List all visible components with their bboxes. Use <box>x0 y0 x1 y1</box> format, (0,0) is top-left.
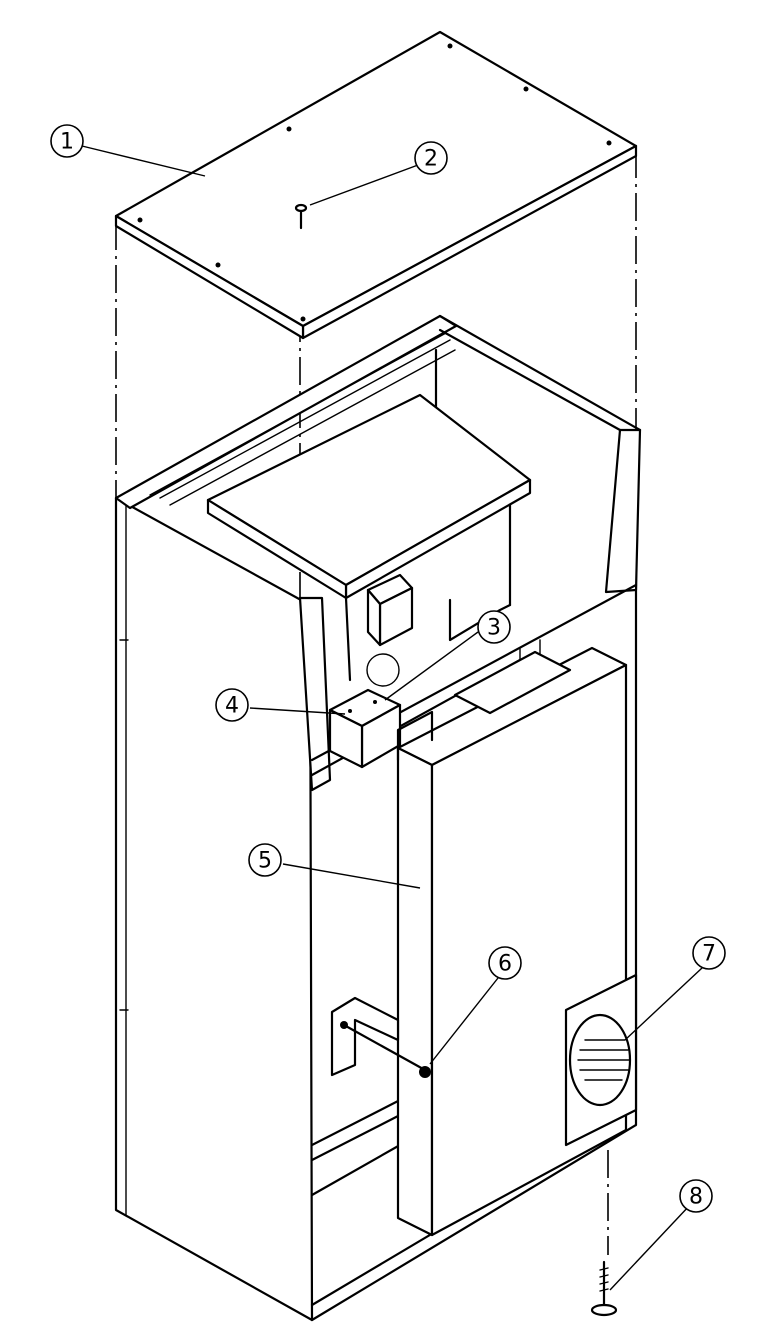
callout-4: 4 <box>215 688 249 722</box>
svg-text:6: 6 <box>498 952 512 977</box>
callout-2: 2 <box>414 141 448 175</box>
svg-text:2: 2 <box>424 147 438 172</box>
junction-box <box>328 688 402 769</box>
upper-component-box <box>206 393 532 687</box>
callout-5: 5 <box>248 843 282 877</box>
svg-text:4: 4 <box>225 694 239 719</box>
callout-1: 1 <box>50 124 84 158</box>
svg-text:3: 3 <box>487 616 501 641</box>
leader-lines <box>81 145 703 1291</box>
svg-text:1: 1 <box>60 130 74 155</box>
top-screw <box>294 203 308 230</box>
insulation-block <box>396 646 638 1237</box>
svg-text:5: 5 <box>258 849 272 874</box>
bracket-bolt <box>330 996 431 1078</box>
callout-8: 8 <box>679 1179 713 1213</box>
top-lid-panel <box>114 30 638 340</box>
callout-7: 7 <box>692 936 726 970</box>
svg-text:7: 7 <box>702 942 716 967</box>
svg-text:8: 8 <box>689 1185 703 1210</box>
callout-6: 6 <box>488 946 522 980</box>
callout-3: 3 <box>477 610 511 644</box>
cabinet-body <box>114 314 642 1322</box>
bottom-screw <box>590 1260 618 1317</box>
